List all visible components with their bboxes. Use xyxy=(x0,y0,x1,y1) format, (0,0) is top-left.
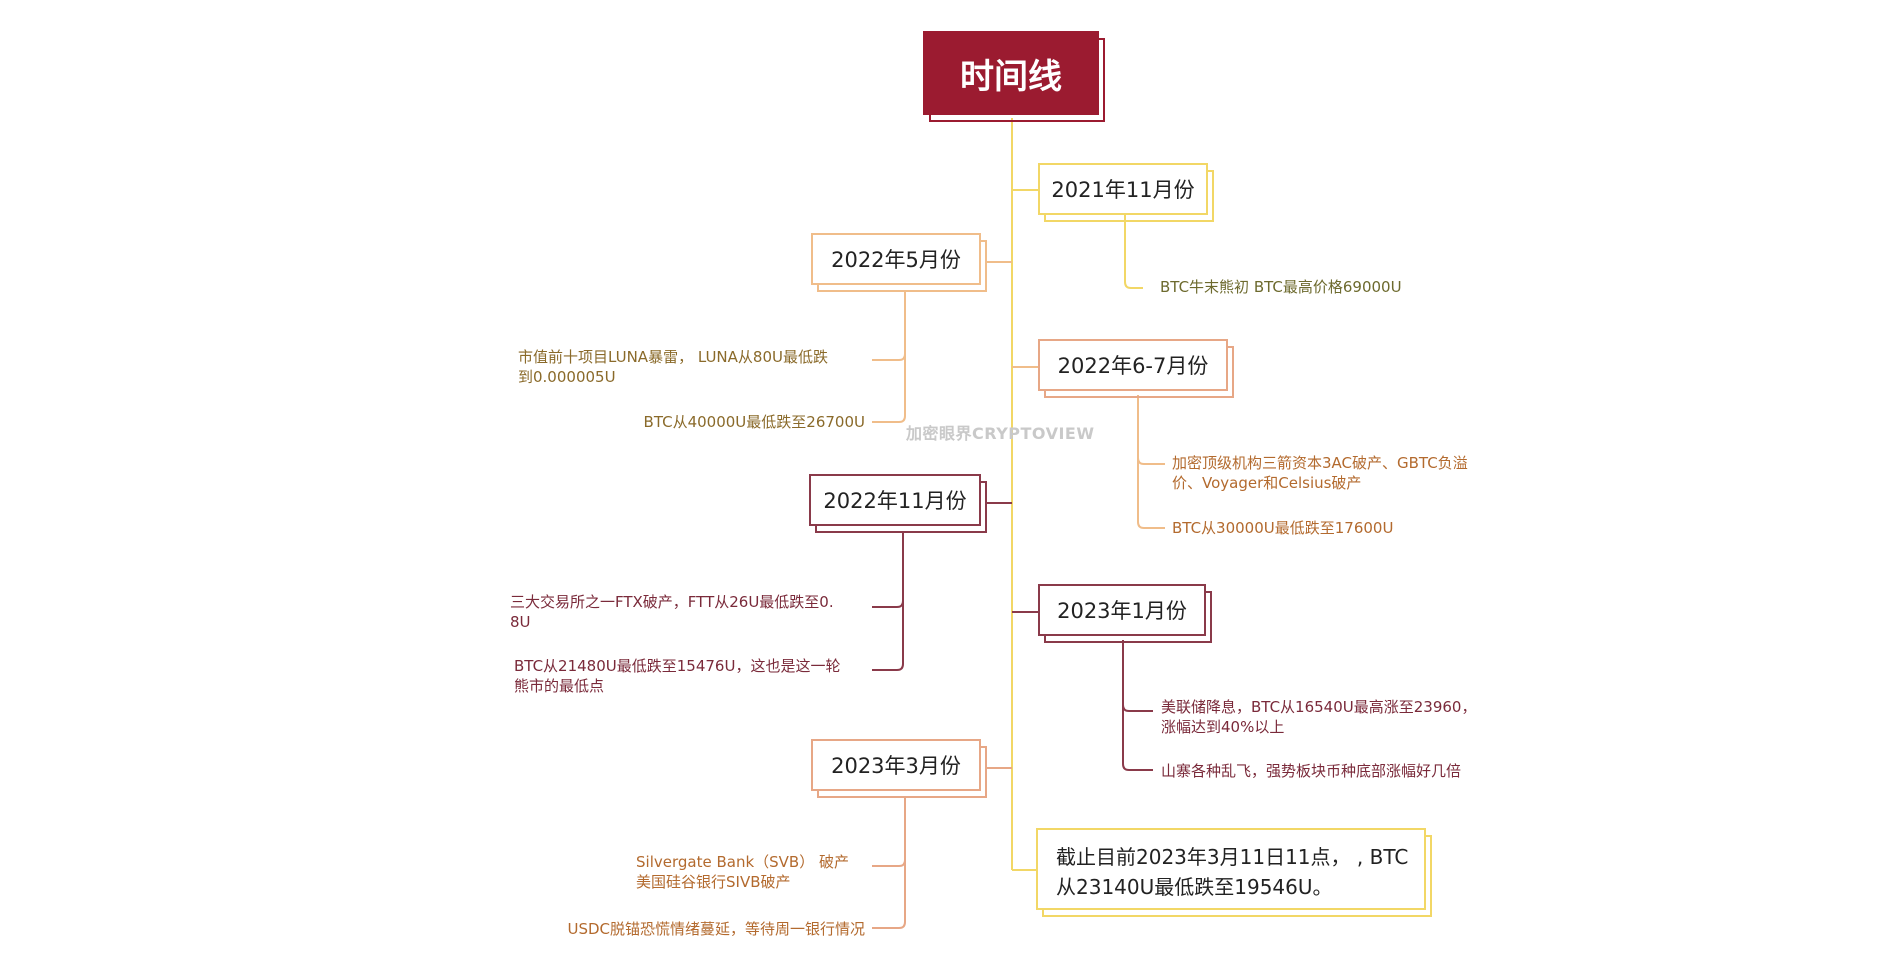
item-2022-11-2: BTC从21480U最低跌至15476U，这也是这一轮 熊市的最低点 xyxy=(514,657,841,695)
node-2022-11[interactable]: 2022年11月份 xyxy=(809,474,981,526)
item-2023-1-2: 山寨各种乱飞，强势板块币种底部涨幅好几倍 xyxy=(1161,762,1462,780)
node-2021-11[interactable]: 2021年11月份 xyxy=(1038,163,1208,215)
node-2023-1[interactable]: 2023年1月份 xyxy=(1038,584,1206,636)
item-2022-5-1: 市值前十项目LUNA暴雷， LUNA从80U最低跌 到0.000005U xyxy=(518,348,828,386)
connector-2022-67-item-1 xyxy=(1137,395,1165,465)
timeline-title[interactable]: 时间线 xyxy=(923,31,1099,115)
connector-2021-11-item xyxy=(1124,215,1143,289)
watermark: 加密眼界CRYPTOVIEW xyxy=(906,424,1095,443)
connector-2023-3-item-1 xyxy=(872,796,906,867)
connector-2022-11-item-1 xyxy=(872,531,904,608)
node-2022-5[interactable]: 2022年5月份 xyxy=(811,233,981,285)
connector-2022-11-item-2 xyxy=(872,601,904,671)
connector-2022-5-item-2 xyxy=(872,354,906,423)
connector-2023-1-item-2 xyxy=(1122,705,1153,771)
connector-2022-5-item-1 xyxy=(872,290,906,361)
connector-2023-1-item-1 xyxy=(1122,640,1153,712)
item-2022-67-1: 加密顶级机构三箭资本3AC破产、GBTC负溢 价、Voyager和Celsius… xyxy=(1172,454,1468,492)
item-2023-3-2: USDC脱锚恐慌情绪蔓延，等待周一银行情况 xyxy=(567,920,865,938)
item-2023-1-1: 美联储降息，BTC从16540U最高涨至23960， 涨幅达到40%以上 xyxy=(1161,698,1477,736)
item-2022-67-2: BTC从30000U最低跌至17600U xyxy=(1172,519,1394,537)
item-2021-11-1: BTC牛末熊初 BTC最高价格69000U xyxy=(1160,278,1402,296)
item-2023-3-1: Silvergate Bank（SVB） 破产 美国硅谷银行SIVB破产 xyxy=(636,853,849,891)
item-2022-5-2: BTC从40000U最低跌至26700U xyxy=(643,413,865,431)
item-2022-11-1: 三大交易所之一FTX破产，FTT从26U最低跌至0. 8U xyxy=(510,593,834,631)
connector-2023-3-item-2 xyxy=(872,860,906,929)
node-2023-3[interactable]: 2023年3月份 xyxy=(811,739,981,791)
connector-2022-67-item-2 xyxy=(1137,458,1165,529)
node-final[interactable]: 截止目前2023年3月11日11点， , BTC 从23140U最低跌至1954… xyxy=(1036,828,1426,910)
node-2022-67[interactable]: 2022年6-7月份 xyxy=(1038,339,1228,391)
